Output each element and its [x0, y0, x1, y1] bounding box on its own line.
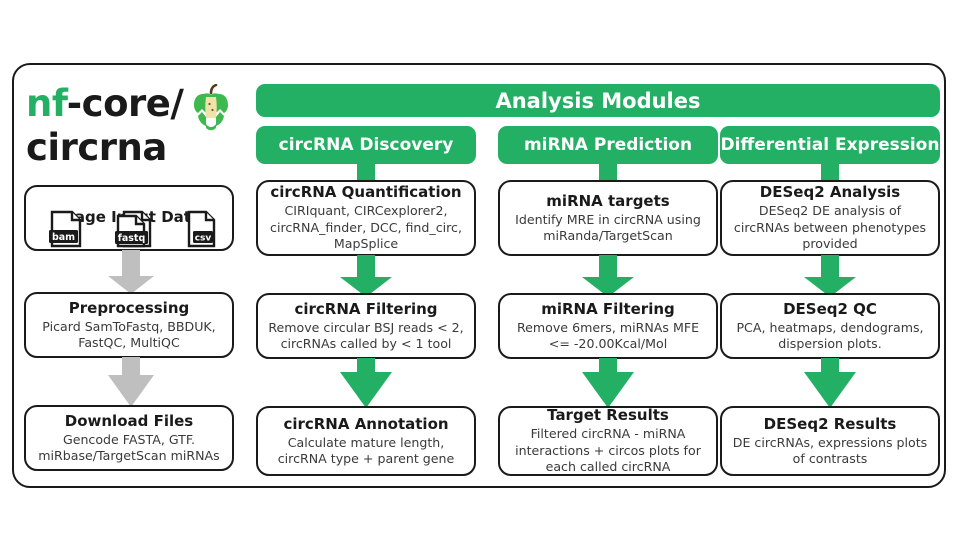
logo-line-1: nf-core/ — [26, 82, 184, 126]
nf-core-apple-icon — [194, 84, 228, 131]
deseq2-qc-box: DESeq2 QC PCA, heatmaps, dendograms, dis… — [720, 293, 940, 359]
circrna-annotation-title: circRNA Annotation — [283, 414, 449, 433]
mirna-filtering-sub: Remove 6mers, miRNAs MFE <= -20.00Kcal/M… — [516, 319, 700, 352]
arrow-quantification-to-filtering — [340, 255, 392, 297]
arrow-preprocessing-to-download — [108, 357, 154, 407]
arrow-mirna-filtering-to-target-results — [582, 358, 634, 408]
bam-file-icon: bam — [46, 209, 86, 253]
circrna-filtering-box: circRNA Filtering Remove circular BSJ re… — [256, 293, 476, 359]
deseq2-results-sub: DE circRNAs, expressions plots of contra… — [732, 434, 928, 467]
arrow-stage-to-preprocessing — [108, 250, 154, 294]
arrow-filtering-to-annotation — [340, 358, 392, 408]
column-header-circrna-discovery: circRNA Discovery — [256, 126, 476, 164]
download-files-sub: Gencode FASTA, GTF. miRbase/TargetScan m… — [38, 431, 220, 464]
download-files-box: Download Files Gencode FASTA, GTF. miRba… — [24, 405, 234, 471]
circrna-annotation-box: circRNA Annotation Calculate mature leng… — [256, 406, 476, 476]
arrow-targets-to-mirna-filtering — [582, 255, 634, 297]
target-results-box: Target Results Filtered circRNA - miRNA … — [498, 406, 718, 476]
circrna-quantification-box: circRNA Quantification CIRIquant, CIRCex… — [256, 180, 476, 256]
deseq2-analysis-title: DESeq2 Analysis — [759, 183, 901, 202]
logo-nf-text: nf — [26, 82, 67, 125]
logo-core-text: -core/ — [66, 82, 184, 125]
download-files-title: Download Files — [64, 411, 194, 430]
input-file-icons: bam fastq csv — [46, 209, 220, 253]
mirna-targets-title: miRNA targets — [546, 191, 670, 210]
preprocessing-sub: Picard SamToFastq, BBDUK, FastQC, MultiQ… — [42, 318, 216, 351]
preprocessing-box: Preprocessing Picard SamToFastq, BBDUK, … — [24, 292, 234, 358]
mirna-filtering-box: miRNA Filtering Remove 6mers, miRNAs MFE… — [498, 293, 718, 359]
deseq2-results-title: DESeq2 Results — [763, 414, 897, 433]
preprocessing-title: Preprocessing — [68, 298, 190, 317]
circrna-filtering-sub: Remove circular BSJ reads < 2, circRNAs … — [268, 319, 464, 352]
circrna-annotation-sub: Calculate mature length, circRNA type + … — [277, 434, 455, 467]
svg-text:fastq: fastq — [118, 233, 146, 244]
svg-text:csv: csv — [195, 234, 212, 244]
column-header-mirna-prediction: miRNA Prediction — [498, 126, 718, 164]
deseq2-analysis-box: DESeq2 Analysis DESeq2 DE analysis of ci… — [720, 180, 940, 256]
circrna-filtering-title: circRNA Filtering — [294, 299, 438, 318]
logo-line-2: circrna — [26, 126, 167, 169]
deseq2-qc-title: DESeq2 QC — [783, 299, 877, 318]
circrna-quantification-title: circRNA Quantification — [270, 183, 462, 202]
deseq2-analysis-sub: DESeq2 DE analysis of circRNAs between p… — [733, 203, 927, 252]
analysis-modules-header: Analysis Modules — [256, 84, 940, 117]
column-header-differential-expression: Differential Expression — [720, 126, 940, 164]
target-results-sub: Filtered circRNA - miRNA interactions + … — [515, 426, 701, 475]
nf-core-logo: nf-core/ circrna — [26, 82, 238, 174]
csv-file-icon: csv — [182, 209, 220, 253]
arrow-deseq2-qc-to-results — [804, 358, 856, 408]
deseq2-results-box: DESeq2 Results DE circRNAs, expressions … — [720, 406, 940, 476]
arrow-deseq2-analysis-to-qc — [804, 255, 856, 297]
mirna-targets-sub: Identify MRE in circRNA using miRanda/Ta… — [515, 211, 701, 244]
mirna-filtering-title: miRNA Filtering — [541, 299, 675, 318]
diagram-frame — [12, 63, 946, 488]
svg-text:bam: bam — [52, 232, 75, 243]
circrna-quantification-sub: CIRIquant, CIRCexplorer2, circRNA_finder… — [270, 203, 462, 252]
target-results-title: Target Results — [547, 406, 669, 425]
deseq2-qc-sub: PCA, heatmaps, dendograms, dispersion pl… — [736, 319, 924, 352]
fastq-file-icon: fastq — [112, 209, 156, 253]
mirna-targets-box: miRNA targets Identify MRE in circRNA us… — [498, 180, 718, 256]
